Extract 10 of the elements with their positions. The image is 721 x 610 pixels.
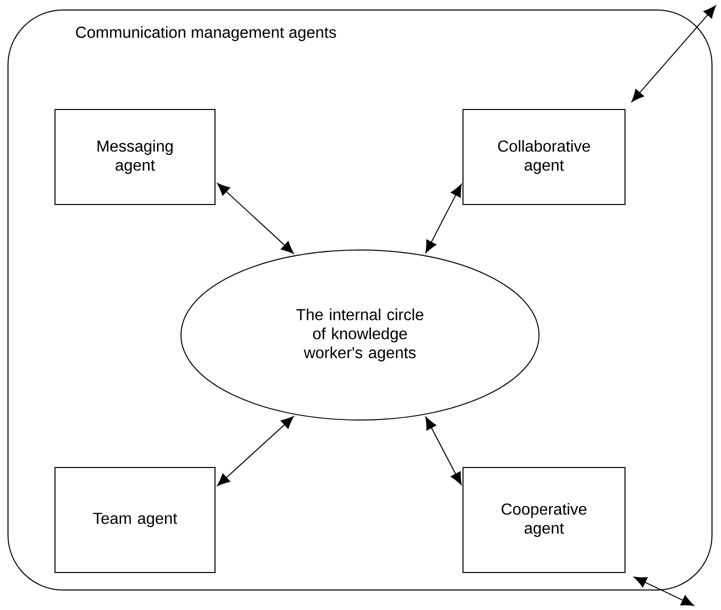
arrow	[425, 184, 462, 254]
arrow	[425, 416, 462, 486]
agent-box: Collaborative agent	[462, 109, 626, 205]
arrow	[634, 576, 694, 606]
agent-box: Cooperative agent	[462, 467, 626, 573]
arrow	[631, 5, 716, 102]
arrow	[217, 416, 294, 486]
agent-box: Team agent	[54, 467, 216, 573]
agent-box: Messaging agent	[54, 109, 216, 205]
arrow	[217, 183, 294, 254]
